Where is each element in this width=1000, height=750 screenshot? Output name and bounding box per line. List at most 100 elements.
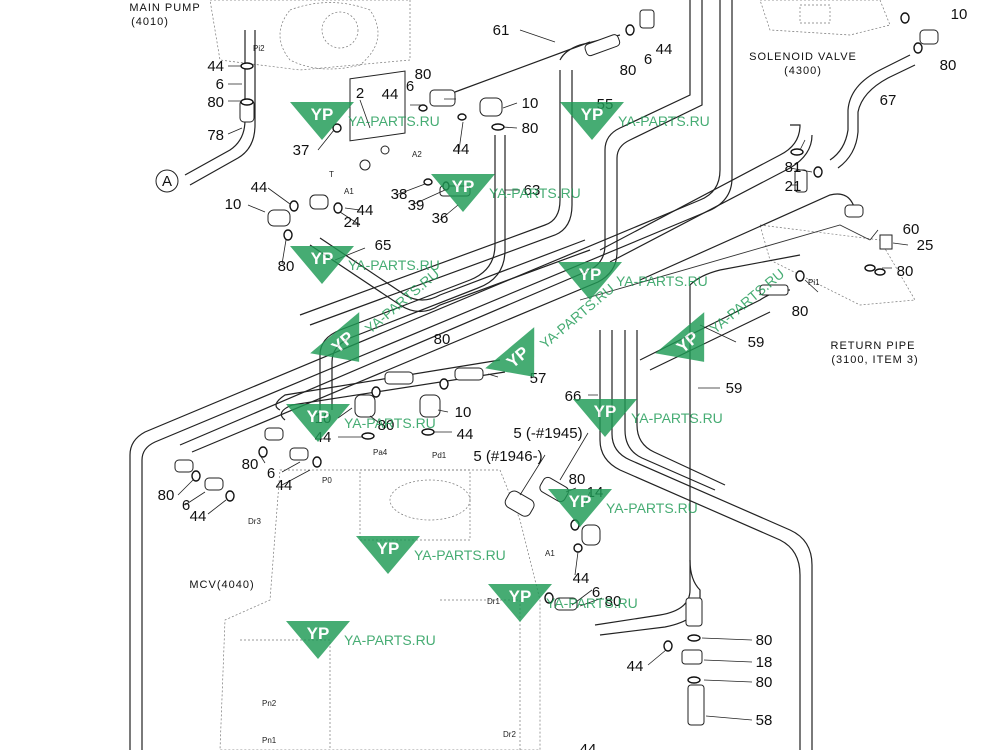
callout-label: 6 bbox=[182, 497, 190, 514]
watermark-triangle bbox=[485, 327, 535, 377]
callout-label: 80 bbox=[242, 456, 259, 473]
watermark-logo-letters: YP bbox=[307, 407, 330, 426]
main-pump-code: (4010) bbox=[131, 16, 169, 28]
watermark-site-name: YA-PARTS.RU bbox=[606, 500, 698, 516]
callout-label: 80 bbox=[756, 674, 773, 691]
callout-label: 37 bbox=[293, 142, 310, 159]
callout-label: 5 (-#1945) bbox=[513, 425, 582, 442]
callout-label: 21 bbox=[785, 178, 802, 195]
callout-label: 44 bbox=[580, 741, 597, 750]
callout-label: 18 bbox=[756, 654, 773, 671]
port-label: Pi2 bbox=[253, 44, 265, 53]
callout-label: 6 bbox=[267, 465, 275, 482]
callout-label: 25 bbox=[917, 237, 934, 254]
callout-label: 6 bbox=[216, 76, 224, 93]
watermark-logo-letters: YP bbox=[311, 105, 334, 124]
callout-label: 6 bbox=[644, 51, 652, 68]
callout-label: 6 bbox=[592, 584, 600, 601]
callout-labels: 44 6 80 78 2 37 44 80 6 10 80 61 80 6 44… bbox=[158, 6, 968, 750]
port-label: Pn2 bbox=[262, 699, 277, 708]
watermark-logo-letters: YP bbox=[311, 249, 334, 268]
callout-label: 78 bbox=[207, 127, 224, 144]
callout-label: 67 bbox=[880, 92, 897, 109]
return-pipe-outline bbox=[759, 224, 916, 306]
watermark-triangle bbox=[488, 584, 552, 622]
fittings bbox=[174, 9, 939, 726]
callout-label: 36 bbox=[432, 210, 449, 227]
callout-label: 65 bbox=[375, 237, 392, 254]
callout-label: 80 bbox=[897, 263, 914, 280]
watermark-site-name: YA-PARTS.RU bbox=[546, 595, 638, 611]
callout-label: 6 bbox=[406, 78, 414, 95]
callout-label: 61 bbox=[493, 22, 510, 39]
callout-label: 44 bbox=[251, 179, 268, 196]
callout-label: 44 bbox=[656, 41, 673, 58]
port-label: A1 bbox=[344, 187, 354, 196]
callout-label: 80 bbox=[756, 632, 773, 649]
solenoid-valve-title: SOLENOID VALVE bbox=[749, 51, 857, 63]
callout-label: 80 bbox=[522, 120, 539, 137]
callout-label: 2 bbox=[356, 85, 364, 102]
port-labels: Pi2 A2 T A1 Pa4 Pd1 P0 Dr3 A1 Dr1 Pn2 Pn… bbox=[248, 44, 820, 745]
callout-label: 80 bbox=[569, 471, 586, 488]
watermark-site-name: YA-PARTS.RU bbox=[489, 185, 581, 201]
callout-label: 44 bbox=[453, 141, 470, 158]
callout-label: 59 bbox=[748, 334, 765, 351]
main-pump-outline bbox=[209, 0, 411, 71]
callout-label: 80 bbox=[207, 94, 224, 111]
watermark-triangle bbox=[290, 246, 354, 284]
callout-label: 10 bbox=[225, 196, 242, 213]
callout-label: 60 bbox=[903, 221, 920, 238]
watermark-logo-letters: YP bbox=[377, 539, 400, 558]
watermark-site-name: YA-PARTS.RU bbox=[344, 415, 436, 431]
callout-label: 80 bbox=[378, 417, 395, 434]
watermark-logo-letters: YP bbox=[569, 492, 592, 511]
port-label: Dr3 bbox=[248, 517, 261, 526]
watermark-site-name: YA-PARTS.RU bbox=[631, 410, 723, 426]
watermark-logo-letters: YP bbox=[581, 105, 604, 124]
watermark-triangle bbox=[290, 102, 354, 140]
callout-label: 44 bbox=[627, 658, 644, 675]
watermark-logo-letters: YP bbox=[307, 624, 330, 643]
callout-label: 10 bbox=[455, 404, 472, 421]
watermark-triangle bbox=[655, 312, 705, 362]
mcv-title: MCV(4040) bbox=[189, 579, 254, 591]
callout-label: 44 bbox=[357, 202, 374, 219]
callout-label: 58 bbox=[756, 712, 773, 729]
watermark-logo-letters: YP bbox=[579, 265, 602, 284]
section-marker: A bbox=[155, 169, 179, 193]
solenoid-valve-outline bbox=[759, 0, 891, 36]
watermark-site-name: YA-PARTS.RU bbox=[616, 273, 708, 289]
port-label: Pa4 bbox=[373, 448, 388, 457]
watermark-logo: YP YA-PARTS.RU bbox=[558, 262, 708, 300]
callout-label: 5 (#1946-) bbox=[473, 448, 542, 465]
callout-label: 38 bbox=[391, 186, 408, 203]
callout-label: 44 bbox=[382, 86, 399, 103]
solenoid-valve-code: (4300) bbox=[784, 65, 822, 77]
callout-label: 10 bbox=[951, 6, 968, 23]
callout-label: 80 bbox=[605, 593, 622, 610]
callout-label: 24 bbox=[344, 214, 361, 231]
return-pipe-title: RETURN PIPE bbox=[831, 340, 916, 352]
watermark-triangle bbox=[573, 399, 637, 437]
callout-label: 10 bbox=[522, 95, 539, 112]
callout-label: 44 bbox=[573, 570, 590, 587]
callout-label: 44 bbox=[207, 58, 224, 75]
watermark-triangle bbox=[356, 536, 420, 574]
watermark-triangle bbox=[310, 312, 360, 362]
watermark-logo-letters: YP bbox=[452, 177, 475, 196]
port-label: P0 bbox=[322, 476, 332, 485]
callout-label: 80 bbox=[434, 331, 451, 348]
callout-label: 80 bbox=[792, 303, 809, 320]
callout-label: 81 bbox=[785, 159, 802, 176]
return-pipe-code: (3100, ITEM 3) bbox=[831, 354, 918, 366]
port-label: Pn1 bbox=[262, 736, 277, 745]
